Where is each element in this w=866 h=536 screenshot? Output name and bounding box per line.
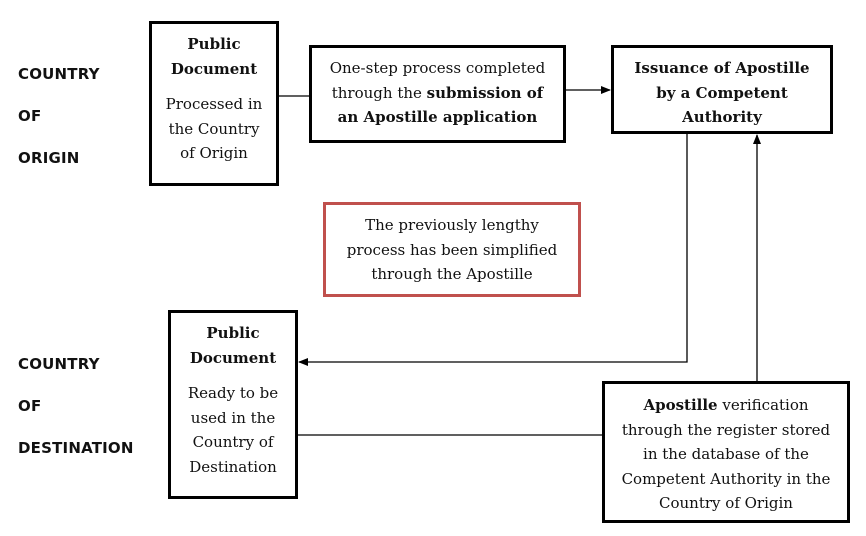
issuance-of-apostille-box: Issuance of Apostille by a Competent Aut… bbox=[611, 45, 833, 134]
one-step-process-box: One-step process completed through the s… bbox=[309, 45, 566, 143]
public-document-origin-box: Public Document Processed in the Country… bbox=[149, 21, 279, 186]
public-document-destination-box: Public Document Ready to be used in the … bbox=[168, 310, 298, 499]
country-of-destination-label: COUNTRY OF DESTINATION bbox=[18, 355, 134, 457]
arrow-issuance-to-dest bbox=[298, 134, 688, 366]
apostille-verification-box: Apostille verification through the regis… bbox=[602, 381, 850, 523]
country-of-origin-label: COUNTRY OF ORIGIN bbox=[18, 65, 100, 167]
simplified-process-note: The previously lengthy process has been … bbox=[323, 202, 581, 297]
